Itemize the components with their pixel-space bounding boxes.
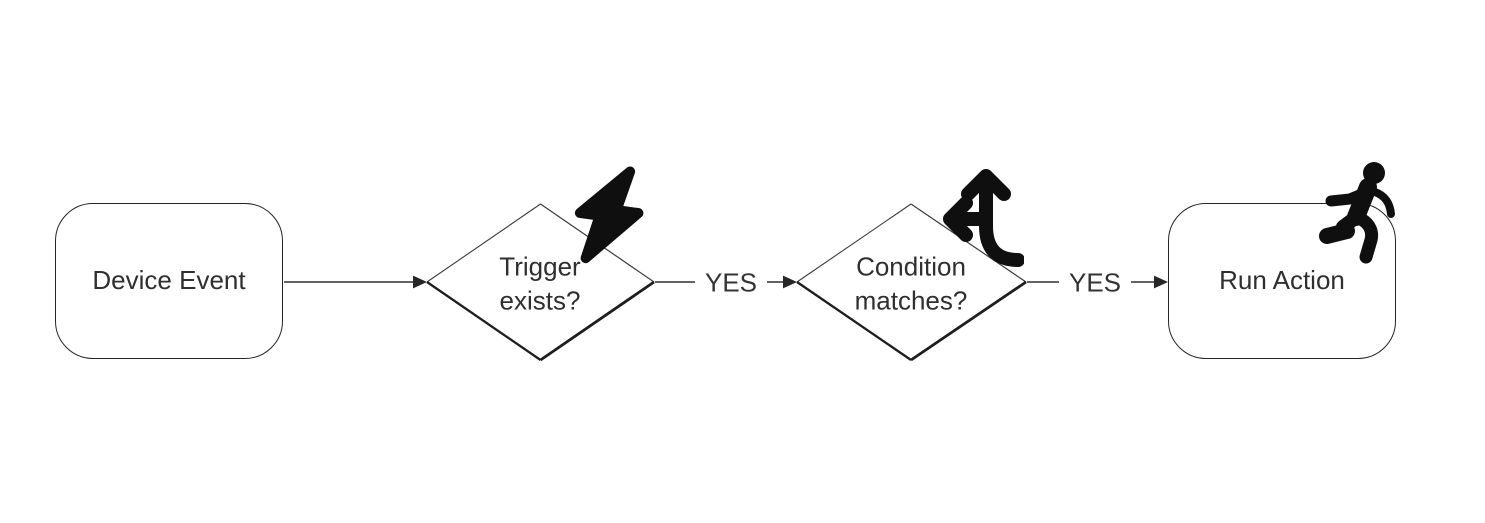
diamond-edge: [426, 203, 541, 283]
edge-label-yes: YES: [694, 267, 768, 299]
decision-diamond-condition: [796, 203, 1027, 362]
edge-label-yes: YES: [1058, 267, 1132, 299]
edge-device-to-trigger: [284, 275, 427, 289]
person-running-icon: [1319, 162, 1395, 264]
arrowhead-icon: [1154, 275, 1168, 289]
node-run-action: Run Action: [1168, 203, 1396, 359]
arrowhead-icon: [413, 275, 427, 289]
lightning-bolt-icon: [574, 166, 644, 264]
node-label: Device Event: [92, 265, 246, 296]
node-label-condition-matches: Condition matches?: [854, 251, 968, 316]
diamond-edge: [539, 280, 655, 362]
diamond-edge: [796, 203, 912, 283]
split-direction-icon: [943, 169, 1024, 267]
node-device-event: Device Event: [55, 203, 283, 359]
diamond-edge: [910, 280, 1027, 362]
diamond-edge: [796, 281, 912, 361]
diamond-edge: [426, 281, 542, 361]
diamond-edge: [910, 203, 1027, 283]
node-label: Run Action: [1219, 265, 1345, 296]
node-label-trigger-exists: Trigger exists?: [499, 251, 581, 316]
arrowhead-icon: [783, 275, 797, 289]
